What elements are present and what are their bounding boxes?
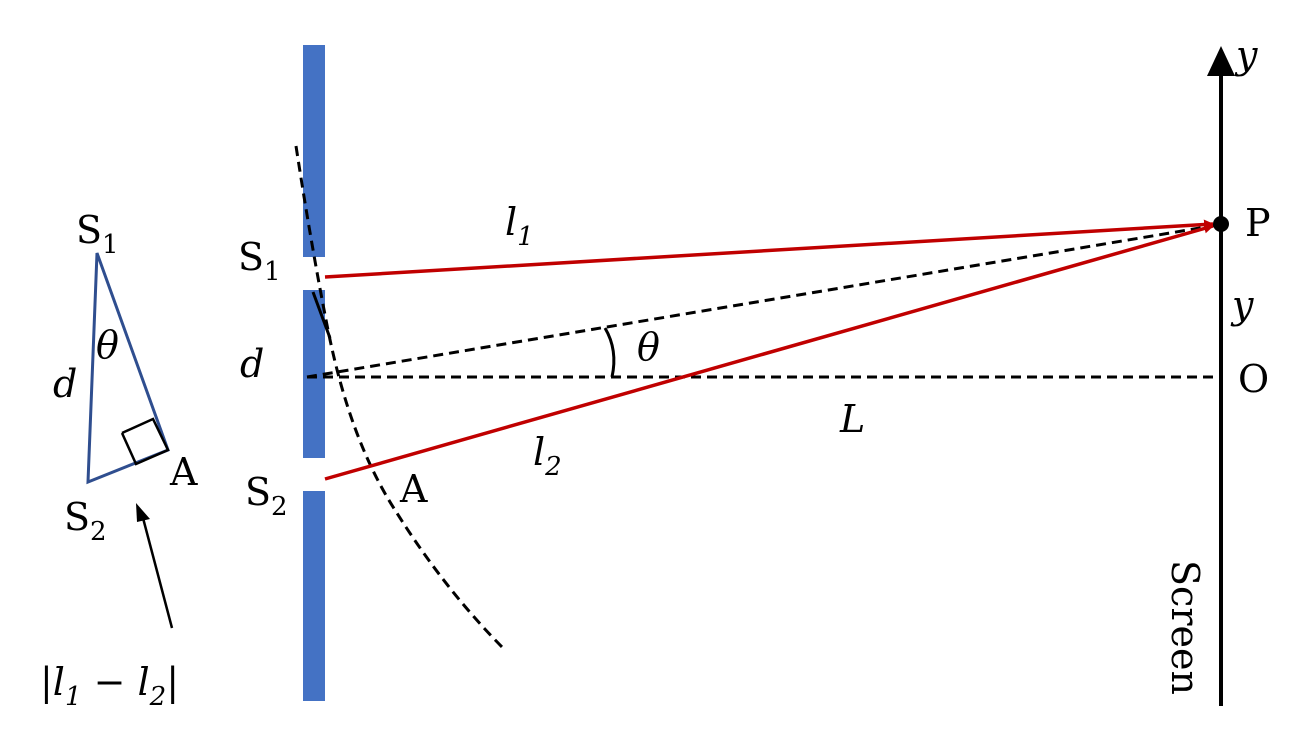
barrier-top bbox=[303, 45, 325, 257]
triangle-s1-s2-a bbox=[86, 252, 170, 485]
label-y-distance: y bbox=[1230, 283, 1254, 327]
label-theta: θ bbox=[637, 325, 660, 369]
slit-barrier bbox=[303, 45, 325, 701]
right-angle-marker bbox=[120, 417, 170, 466]
ray-l2 bbox=[324, 223, 1214, 481]
label-s1: S1 bbox=[238, 235, 281, 287]
label-A: A bbox=[399, 467, 428, 511]
barrier-bottom bbox=[303, 491, 325, 701]
center-to-p-line bbox=[306, 223, 1219, 379]
point-p-dot bbox=[1213, 216, 1229, 232]
label-L: L bbox=[839, 397, 865, 441]
perpendicular-segment bbox=[311, 291, 332, 339]
theta-arc bbox=[603, 327, 616, 378]
inset-label-s2: S2 bbox=[64, 495, 107, 547]
label-screen: Screen bbox=[1163, 560, 1207, 695]
wavefront-curve bbox=[294, 145, 507, 652]
label-y-axis: y bbox=[1234, 33, 1258, 77]
label-l1: l1 bbox=[505, 200, 534, 252]
pointer-arrowhead-icon bbox=[136, 503, 150, 522]
barrier-middle bbox=[303, 290, 325, 458]
label-P: P bbox=[1245, 201, 1271, 245]
label-s2: S2 bbox=[245, 470, 288, 522]
pointer-arrow-line bbox=[141, 517, 174, 629]
inset-label-d: d bbox=[53, 362, 77, 406]
inset-label-s1: S1 bbox=[76, 208, 119, 260]
inset-triangle bbox=[86, 252, 174, 629]
inset-label-A: A bbox=[169, 450, 198, 494]
path-difference-label: |l1 − l2| bbox=[40, 660, 179, 712]
label-l2: l2 bbox=[533, 430, 562, 482]
label-O: O bbox=[1238, 357, 1269, 401]
ray-l1 bbox=[324, 219, 1214, 279]
inset-label-theta: θ bbox=[96, 323, 119, 367]
label-d: d bbox=[240, 342, 264, 386]
y-axis-arrow-icon bbox=[1207, 46, 1235, 76]
